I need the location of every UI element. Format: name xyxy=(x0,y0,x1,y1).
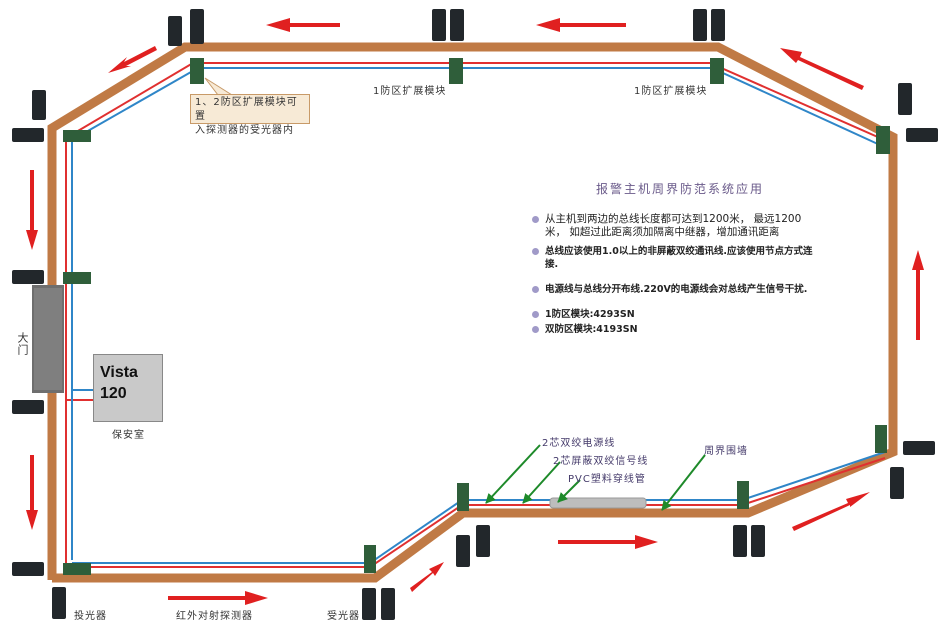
module xyxy=(449,58,463,84)
receiver-label: 受光器 xyxy=(327,611,360,622)
direction-arrow xyxy=(912,250,924,340)
module-label-2: 1防区扩展模块 xyxy=(634,86,708,97)
signal-cable-label: 2芯屏蔽双绞信号线 xyxy=(553,456,649,467)
detector xyxy=(362,588,376,620)
direction-arrow xyxy=(26,455,38,530)
note-item: 1防区模块:4293SN xyxy=(525,308,815,321)
security-room-label: 保安室 xyxy=(112,430,145,441)
note-item: 双防区模块:4193SN xyxy=(525,323,815,336)
bullet-icon xyxy=(532,216,539,223)
module xyxy=(63,563,91,575)
module xyxy=(876,126,890,154)
module xyxy=(190,58,204,84)
pointer-conduit xyxy=(557,479,581,503)
direction-arrow xyxy=(168,591,268,605)
callout-pointer xyxy=(204,77,234,96)
detector-label: 红外对射探测器 xyxy=(176,611,253,622)
detector xyxy=(168,16,182,46)
vista-controller: Vista 120 xyxy=(93,354,163,422)
module xyxy=(710,58,724,84)
callout-line2: 入探测器的受光器内 xyxy=(195,125,294,136)
power-cable-label: 2芯双绞电源线 xyxy=(542,438,616,449)
note-item: 总线应该使用1.0以上的非屏蔽双绞通讯线.应该使用节点方式连接. xyxy=(525,245,815,271)
bullet-icon xyxy=(532,286,539,293)
detector xyxy=(12,562,44,576)
module xyxy=(875,425,887,453)
detector xyxy=(693,9,707,41)
page-title: 报警主机周界防范系统应用 xyxy=(595,182,764,196)
detector xyxy=(12,400,44,414)
bullet-icon xyxy=(532,326,539,333)
callout-line1: 1、2防区扩展模块可置 xyxy=(195,97,298,122)
direction-arrow xyxy=(26,170,38,250)
bullet-icon xyxy=(532,311,539,318)
note-item: 电源线与总线分开布线.220V的电源线会对总线产生信号干扰. xyxy=(525,283,815,296)
pointer-wall xyxy=(661,454,706,511)
detector xyxy=(751,525,765,557)
direction-arrow xyxy=(558,535,658,549)
detector xyxy=(733,525,747,557)
pointer-signal xyxy=(522,461,561,504)
detector xyxy=(890,467,904,499)
detector xyxy=(12,270,44,284)
perimeter-wall xyxy=(47,42,898,583)
detector xyxy=(476,525,490,557)
module xyxy=(737,481,749,509)
controller-model: 120 xyxy=(100,385,127,402)
direction-arrow xyxy=(792,492,870,531)
notes-panel: 报警主机周界防范系统应用 从主机到两边的总线长度都可达到1200米， 最远120… xyxy=(525,180,815,336)
detector xyxy=(456,535,470,567)
detector xyxy=(432,9,446,41)
module xyxy=(63,272,91,284)
wall-label: 周界围墙 xyxy=(704,446,748,457)
pvc-conduit xyxy=(549,497,647,509)
gate-label: 大门 xyxy=(16,332,29,356)
note-item: 从主机到两边的总线长度都可达到1200米， 最远1200米， 如超过此距离须加隔… xyxy=(525,213,815,239)
detector xyxy=(190,9,204,44)
direction-arrow xyxy=(780,48,864,90)
direction-arrow xyxy=(108,46,157,73)
detector xyxy=(898,83,912,115)
detector xyxy=(52,587,66,619)
module-label-1: 1防区扩展模块 xyxy=(373,86,447,97)
detector xyxy=(711,9,725,41)
transmitter-label: 投光器 xyxy=(74,611,107,622)
direction-arrow xyxy=(266,18,340,32)
detector xyxy=(903,441,935,455)
detector xyxy=(450,9,464,41)
direction-arrow xyxy=(410,562,444,592)
detector xyxy=(32,90,46,120)
callout-box: 1、2防区扩展模块可置 入探测器的受光器内 xyxy=(190,94,310,136)
pointer-power xyxy=(485,444,541,504)
detector xyxy=(381,588,395,620)
module xyxy=(457,483,469,511)
bullet-icon xyxy=(532,248,539,255)
direction-arrow xyxy=(536,18,626,32)
controller-name: Vista xyxy=(100,364,138,381)
gate-stone-texture xyxy=(34,288,62,390)
detector xyxy=(906,128,938,142)
conduit-label: PVC塑料穿线管 xyxy=(568,474,646,485)
module xyxy=(63,130,91,142)
module xyxy=(364,545,376,573)
detector xyxy=(12,128,44,142)
